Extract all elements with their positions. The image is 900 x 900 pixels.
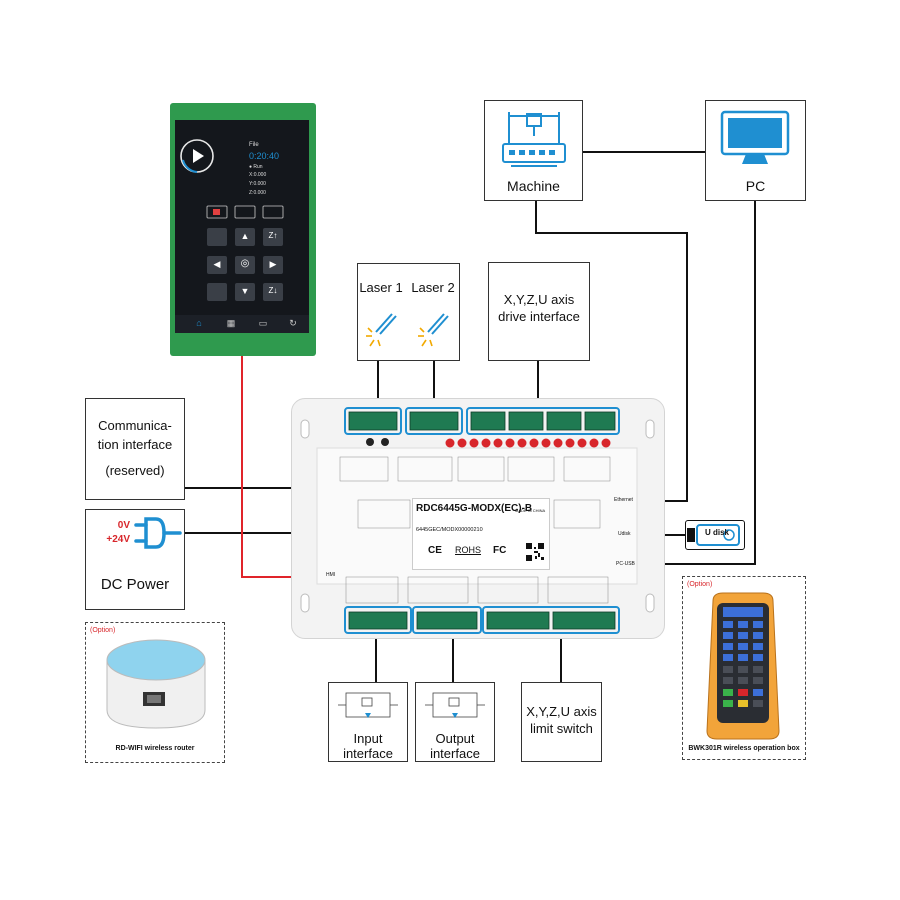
wire-machine-to-ethernet (686, 232, 688, 502)
hmi-screen: File 0:20:40 ● Run X:0.000 Y:0.000 Z:0.0… (175, 120, 309, 333)
hmi-jog-right[interactable]: ▶ (269, 259, 277, 269)
input-line1: Input (353, 731, 383, 746)
power-box (85, 509, 185, 610)
hmi-home-icon[interactable]: ⌂ (196, 318, 202, 328)
laser2-label: Laser 2 (411, 280, 455, 295)
comm-line1: Communica- (98, 418, 172, 433)
controller-cert-rohs: ROHS (455, 545, 482, 555)
hmi-jog-left[interactable]: ◀ (213, 259, 221, 269)
hmi-folder-icon[interactable]: ▭ (258, 318, 268, 328)
power-0v: 0V (117, 520, 130, 531)
laser1-label: Laser 1 (359, 280, 403, 295)
top-terminal-blocks (344, 407, 620, 435)
wire-pc-down (754, 201, 756, 564)
controller-serial: 6445GEC/MODX00000210 (416, 527, 483, 533)
pc-label: PC (745, 178, 766, 194)
power-24v: +24V (106, 534, 130, 545)
limit-line1: X,Y,Z,U axis (526, 704, 597, 719)
machine-icon (502, 112, 566, 167)
drive-box (488, 262, 590, 361)
input-box (328, 682, 408, 762)
output-line2: interface (430, 746, 480, 761)
hmi-z: Z:0.000 (249, 190, 266, 196)
hmi-refresh-icon[interactable]: ↻ (289, 318, 297, 328)
wire-limit (560, 635, 562, 682)
controller-cert-fc: FC (493, 545, 507, 556)
hmi-z-down[interactable]: Z↓ (268, 286, 278, 295)
controller-model: RDC6445G-MODX(EC)-B (416, 503, 533, 514)
output-relay-icon (425, 692, 485, 718)
limit-line2: limit switch (530, 721, 593, 736)
controller-port-pcusb: PC-USB (616, 561, 635, 567)
remote-label: BWK301R wireless operation box (688, 745, 800, 752)
udisk-icon (687, 524, 740, 546)
input-relay-icon (338, 692, 398, 718)
hmi-origin-icon[interactable]: ◎ (240, 258, 250, 269)
output-box (415, 682, 495, 762)
wire-pcusb (645, 563, 756, 565)
laser2-beam-icon (418, 313, 449, 347)
comm-line3: (reserved) (105, 463, 165, 478)
controller-port-ethernet: Ethernet (614, 497, 633, 503)
wire-machine-down (535, 201, 537, 233)
controller-made-in: MADE IN CHINA (515, 508, 546, 513)
router-device-icon (106, 639, 206, 729)
wire-udisk (645, 534, 685, 536)
wire-machine-pc (583, 151, 705, 153)
hmi-time: 0:20:40 (249, 151, 280, 161)
drive-label-line1: X,Y,Z,U axis (503, 292, 575, 307)
comm-line2: tion interface (97, 437, 173, 452)
wire-hmi-horizontal (241, 576, 325, 578)
hmi-y: Y:0.000 (249, 181, 266, 187)
controller-port-udisk: Udisk (618, 531, 631, 537)
remote-device-icon (706, 592, 780, 740)
limit-box (521, 682, 602, 762)
input-line2: interface (343, 746, 393, 761)
wire-input (375, 635, 377, 682)
controller-port-hmi: HMI (326, 572, 336, 578)
power-label: DC Power (100, 576, 170, 593)
machine-label: Machine (507, 178, 560, 194)
wire-ethernet-stub (645, 500, 688, 502)
wire-output (452, 635, 454, 682)
bottom-terminal-blocks (344, 606, 620, 634)
hmi-jog-down[interactable]: ▼ (240, 286, 250, 296)
wire-machine-horizontal (535, 232, 688, 234)
qr-code-icon (526, 543, 544, 561)
wire-drive (537, 361, 539, 408)
hmi-panel: File 0:20:40 ● Run X:0.000 Y:0.000 Z:0.0… (170, 103, 316, 356)
laser1-box (357, 263, 404, 361)
power-plug-icon (134, 517, 182, 549)
udisk-label: U disk (704, 528, 729, 537)
router-label: RD-WIFI wireless router (115, 745, 195, 752)
wire-comm (185, 487, 325, 489)
laser-status-dots (366, 438, 389, 446)
wire-laser2 (433, 361, 435, 408)
pin-label-tables (339, 456, 611, 604)
output-line1: Output (435, 731, 475, 746)
hmi-x: X:0.000 (249, 172, 267, 178)
laser1-beam-icon (366, 313, 397, 347)
router-option: (Option) (90, 627, 116, 634)
hmi-z-up[interactable]: Z↑ (268, 231, 278, 240)
wire-hmi-down (241, 356, 243, 578)
status-leds (445, 438, 611, 448)
controller-cert-ce: CE (428, 545, 442, 556)
hmi-file-label: File (249, 142, 259, 148)
pc-monitor-icon (720, 110, 790, 164)
wire-laser1 (377, 361, 379, 408)
comm-box (85, 398, 185, 500)
drive-label-line2: drive interface (498, 309, 580, 324)
wire-power (185, 532, 325, 534)
hmi-grid-icon[interactable]: ▦ (226, 318, 236, 328)
remote-option: (Option) (687, 581, 713, 588)
hmi-screen-graphics (175, 139, 309, 333)
hmi-status: ● Run (249, 164, 263, 170)
hmi-jog-up[interactable]: ▲ (240, 231, 250, 241)
